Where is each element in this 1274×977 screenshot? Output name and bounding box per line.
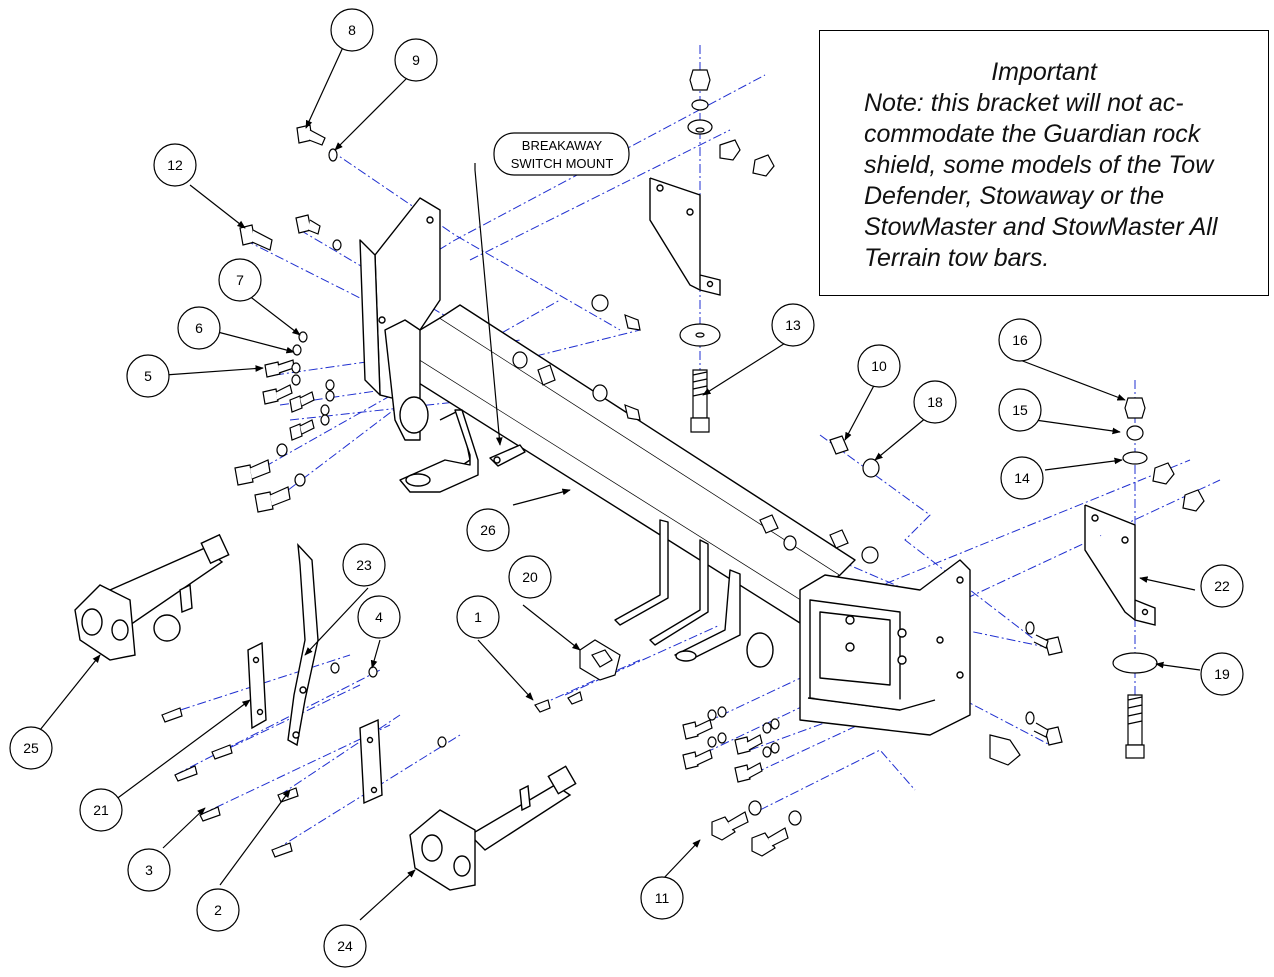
svg-text:13: 13 [785,317,801,333]
svg-text:8: 8 [348,22,356,38]
balloon-15: 15 [998,388,1042,432]
balloon-16: 16 [998,318,1042,362]
brackets-21-23 [247,543,383,805]
balloon-14: 14 [1000,456,1044,500]
balloon-19: 19 [1200,652,1244,696]
svg-text:3: 3 [145,862,153,878]
balloon-24: 24 [323,924,367,968]
balloon-8: 8 [330,8,374,52]
important-note-box: Important Note: this bracket will not ac… [819,30,1269,296]
svg-text:18: 18 [927,394,943,410]
note-line: commodate the Guardian rock [864,120,1201,148]
svg-text:19: 19 [1214,666,1230,682]
svg-text:5: 5 [144,368,152,384]
balloon-21: 21 [79,788,123,832]
svg-text:24: 24 [337,938,353,954]
pin-assembly-25 [74,533,230,661]
callout-line1: BREAKAWAY [522,138,603,153]
note-line: StowMaster and StowMaster All [864,213,1218,241]
svg-text:12: 12 [167,157,183,173]
svg-text:6: 6 [195,320,203,336]
note-line: Defender, Stowaway or the [864,182,1165,210]
svg-text:22: 22 [1214,578,1230,594]
balloon-9: 9 [394,38,438,82]
balloon-1: 1 [456,595,500,639]
balloon-13: 13 [771,303,815,347]
balloon-3: 3 [127,848,171,892]
note-line: Note: this bracket will not ac- [864,89,1184,117]
svg-text:11: 11 [655,890,670,906]
balloon-2: 2 [196,888,240,932]
svg-text:4: 4 [375,609,383,625]
svg-text:7: 7 [236,272,244,288]
balloon-7: 7 [218,258,262,302]
balloon-18: 18 [913,380,957,424]
svg-text:20: 20 [522,569,538,585]
callout-line2: SWITCH MOUNT [511,156,614,171]
svg-text:16: 16 [1012,332,1028,348]
balloon-6: 6 [177,306,221,350]
note-title: Important [991,58,1097,86]
left-top-bracket [649,177,721,296]
note-line: Terrain tow bars. [864,244,1050,272]
balloon-4: 4 [357,595,401,639]
breakaway-callout: BREAKAWAY SWITCH MOUNT [493,132,630,176]
svg-text:2: 2 [214,902,222,918]
svg-text:21: 21 [93,802,109,818]
balloon-26: 26 [466,508,510,552]
pin-assembly-24 [409,765,577,891]
svg-text:26: 26 [480,522,496,538]
svg-text:10: 10 [871,358,887,374]
main-hitch-frame [359,197,971,736]
svg-text:15: 15 [1012,402,1028,418]
svg-text:25: 25 [23,740,39,756]
balloon-20: 20 [508,555,552,599]
hardware [161,69,1205,858]
note-line: shield, some models of the Tow [864,151,1214,179]
svg-text:1: 1 [474,609,482,625]
balloon-5: 5 [126,354,170,398]
svg-text:9: 9 [412,52,420,68]
leader-lines [39,44,1201,921]
balloon-23: 23 [342,543,386,587]
svg-text:23: 23 [356,557,372,573]
balloon-11: 11 [640,876,684,920]
balloon-10: 10 [857,344,901,388]
svg-text:14: 14 [1014,470,1030,486]
part-number-balloons: 8 9 12 7 6 5 13 10 18 16 15 14 22 19 26 … [9,8,1244,968]
balloon-25: 25 [9,726,53,770]
right-bracket-22 [1084,504,1156,626]
balloon-12: 12 [153,143,197,187]
balloon-22: 22 [1200,564,1244,608]
